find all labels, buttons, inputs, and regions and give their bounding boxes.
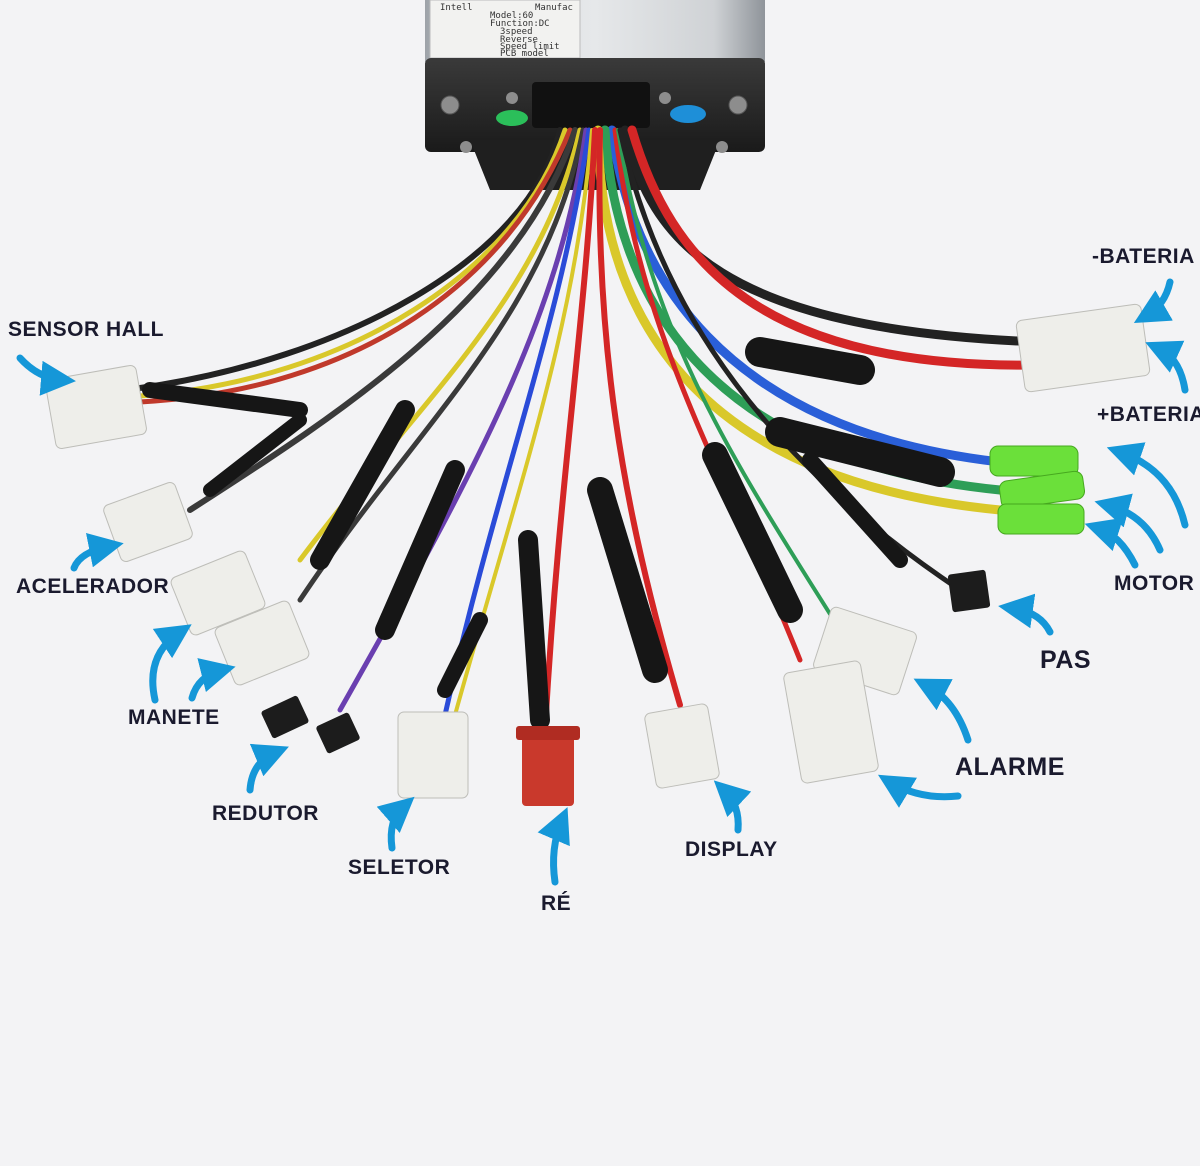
sleeve (518, 530, 550, 730)
sleeve (802, 452, 908, 568)
motor-connector-3 (997, 503, 1085, 535)
sleeve (310, 400, 415, 570)
curved-arrow-icon (376, 796, 415, 852)
curved-arrow-icon (70, 532, 124, 572)
wire (596, 127, 683, 708)
wire (593, 125, 1005, 515)
label-bateria-pos: +BATERIA (1097, 403, 1200, 426)
svg-text:Reverse: Reverse (500, 35, 538, 45)
controller-housing: Intell Model:60 Function:DC 3speed Rever… (425, 0, 765, 190)
redutor-connector-2 (316, 712, 360, 754)
svg-text:Manufac: Manufac (535, 3, 573, 13)
label-display: DISPLAY (685, 838, 778, 861)
label-motor: MOTOR (1114, 572, 1195, 595)
curved-arrow-icon (188, 658, 236, 702)
blue-led-window (670, 105, 706, 123)
curved-arrow-icon (913, 678, 972, 744)
controller-sticker (429, 0, 581, 59)
sleeve (587, 477, 668, 683)
label-pas: PAS (1040, 646, 1092, 674)
label-re: RÉ (541, 892, 572, 915)
motor-connector-1 (989, 445, 1079, 477)
wire (627, 125, 1045, 370)
wire (542, 127, 598, 733)
callout-arrows (16, 278, 1189, 886)
curved-arrow-icon (998, 593, 1054, 636)
curved-arrow-icon (1106, 442, 1189, 529)
alarme-connector-2 (783, 660, 879, 784)
wire (187, 127, 578, 513)
sleeve (765, 417, 955, 487)
screw (716, 141, 728, 153)
label-seletor: SELETOR (348, 856, 451, 879)
curved-arrow-icon (877, 774, 962, 808)
sleeve (437, 612, 488, 698)
curved-arrow-icon (1133, 278, 1174, 324)
curved-arrow-icon (149, 624, 192, 704)
label-alarme: ALARME (955, 753, 1065, 781)
connectors (45, 303, 1151, 806)
svg-text:Intell: Intell (440, 3, 473, 13)
wire (297, 127, 586, 603)
re-connector-lip (516, 726, 580, 740)
wire (620, 125, 1045, 347)
sleeve (203, 413, 307, 497)
label-sensor-hall: SENSOR HALL (8, 318, 165, 341)
svg-text:3speed: 3speed (500, 27, 533, 37)
curved-arrow-icon (1084, 517, 1139, 569)
wire (137, 127, 573, 405)
sleeve (142, 382, 308, 418)
screw (460, 141, 472, 153)
redutor-connector-1 (261, 695, 309, 739)
curved-arrow-icon (16, 354, 76, 396)
wire (137, 127, 563, 391)
manete-connector-2 (214, 600, 310, 686)
svg-text:Speed limit: Speed limit (500, 42, 560, 52)
controller-sticker-text: Intell Model:60 Function:DC 3speed Rever… (440, 3, 573, 59)
label-manete: MANETE (128, 706, 220, 729)
svg-text:Function:DC: Function:DC (490, 19, 550, 29)
wire (616, 128, 842, 632)
screw (506, 92, 518, 104)
wire (442, 127, 592, 718)
screw (440, 95, 460, 115)
display-connector (644, 703, 720, 789)
sleeve (375, 460, 465, 640)
curved-arrow-icon (1145, 340, 1189, 394)
sleeves (142, 337, 955, 730)
curved-arrow-icon (537, 807, 570, 886)
svg-text:PCB model: PCB model (500, 49, 549, 59)
sleeve (745, 337, 875, 385)
re-connector (522, 728, 574, 806)
acelerador-connector (103, 482, 193, 562)
cable-gland (532, 82, 650, 128)
curved-arrow-icon (1094, 493, 1164, 554)
svg-text:Model:60: Model:60 (490, 11, 533, 21)
green-led-window (496, 110, 528, 126)
pas-connector (947, 569, 991, 613)
curved-arrow-icon (246, 743, 289, 794)
manete-connector-1 (170, 550, 266, 636)
screw (659, 92, 671, 104)
label-acelerador: ACELERADOR (16, 575, 170, 598)
bateria-connector (1015, 303, 1151, 393)
wire (137, 127, 568, 399)
curved-arrow-icon (713, 780, 752, 834)
seletor-connector (397, 711, 469, 799)
label-bateria-neg: -BATERIA (1092, 245, 1195, 268)
screw (728, 95, 748, 115)
label-redutor: REDUTOR (212, 802, 319, 825)
sleeve (702, 442, 803, 623)
